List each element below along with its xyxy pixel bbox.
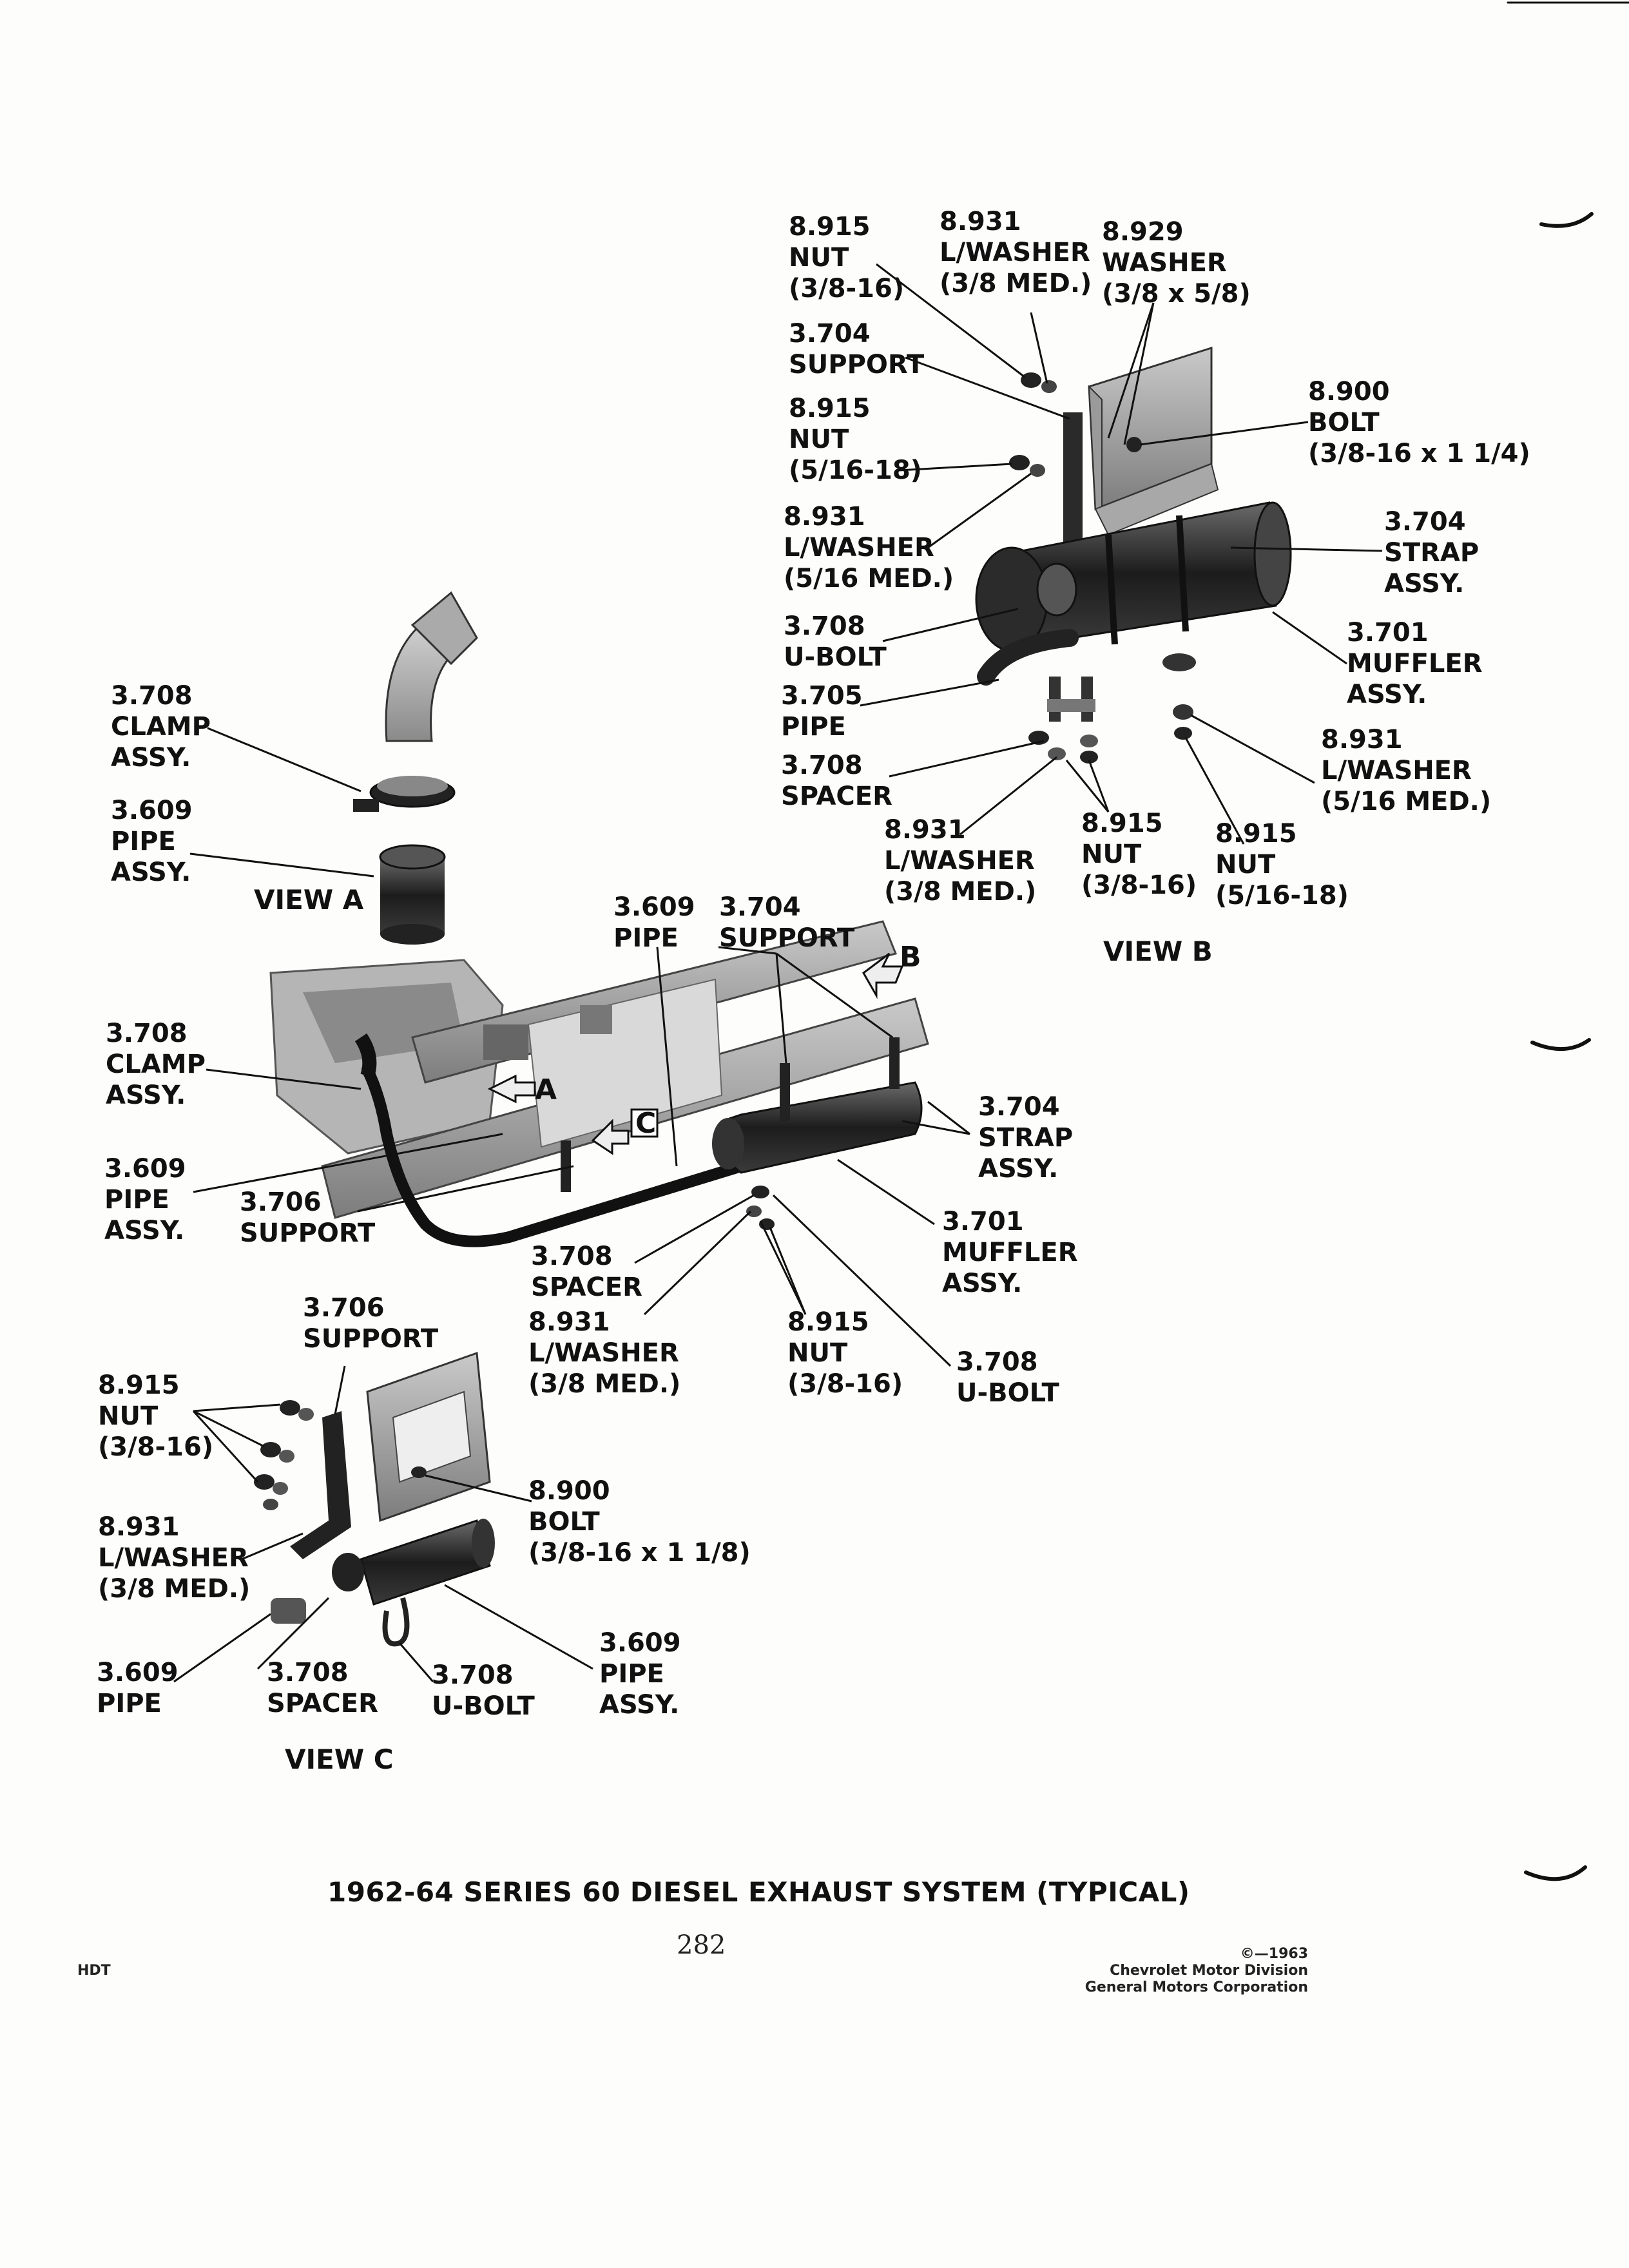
main-chassis-drawing (193, 920, 970, 1367)
page-title: 1962-64 SERIES 60 DIESEL EXHAUST SYSTEM … (327, 1876, 1190, 1908)
view-c-marker: C (635, 1107, 657, 1140)
view-a-drawing (189, 591, 478, 945)
footer-code: HDT (77, 1963, 111, 1979)
view-a-caption: VIEW A (254, 884, 364, 916)
view-b-marker: B (900, 941, 921, 974)
page-number: 282 (677, 1930, 726, 1960)
view-b-caption: VIEW B (1103, 936, 1213, 967)
view-a-marker: A (535, 1073, 557, 1106)
view-c-caption: VIEW C (285, 1744, 394, 1775)
view-b-drawing (860, 263, 1383, 845)
view-c-drawing (173, 1351, 593, 1683)
scan-marks (1507, 1, 1629, 1881)
